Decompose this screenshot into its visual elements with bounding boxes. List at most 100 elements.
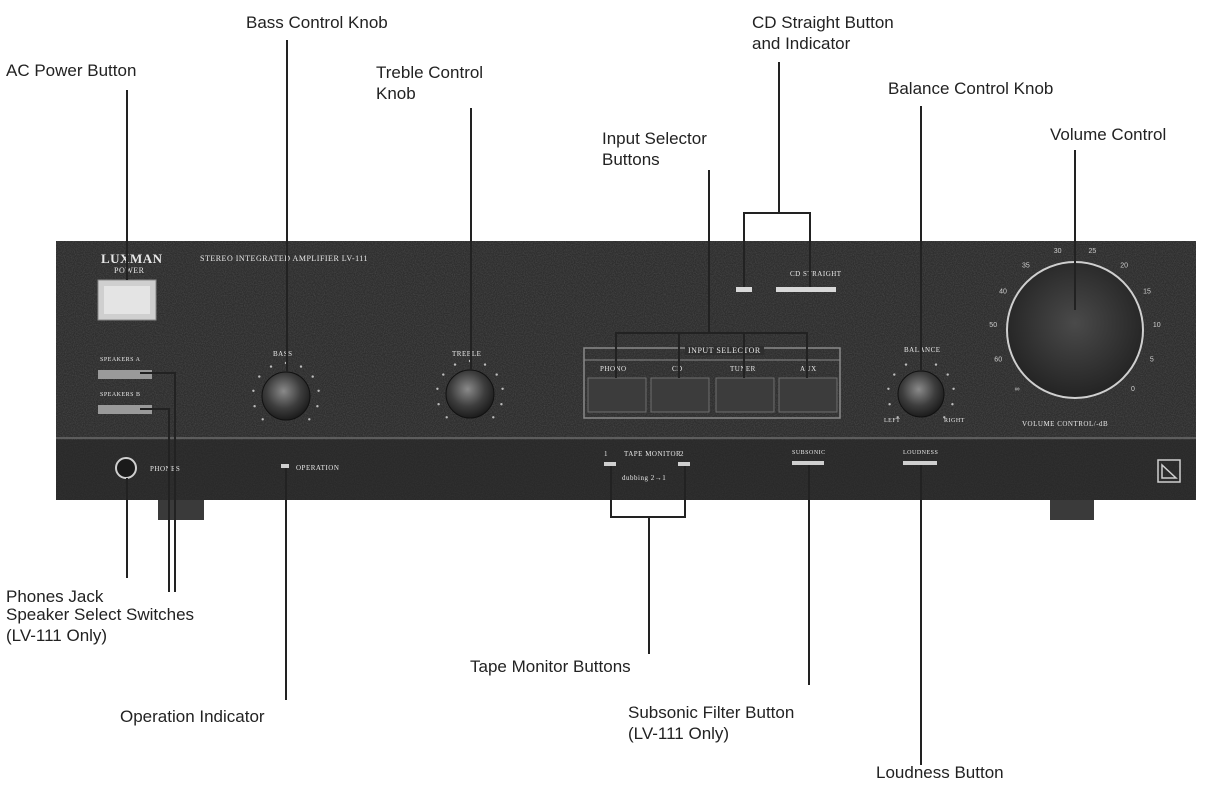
tape-monitor-label: TAPE MONITOR — [624, 450, 682, 458]
knob-tick-dot — [317, 389, 320, 392]
volume-scale-label: 30 — [1054, 248, 1062, 255]
subsonic-button[interactable] — [792, 461, 824, 465]
volume-scale-label: 50 — [989, 322, 997, 329]
operation-indicator — [281, 464, 289, 468]
leader-cd-straight-left — [743, 212, 745, 287]
volume-label: VOLUME CONTROL/-dB — [1022, 420, 1109, 428]
leader-treble — [470, 108, 472, 370]
callout-cd-straight: CD Straight Button and Indicator — [752, 13, 894, 53]
knob-tick-dot — [492, 416, 495, 419]
leader-input-selector — [708, 170, 710, 332]
leader-cd-straight — [778, 62, 780, 212]
volume-scale-label: 0 — [1131, 386, 1135, 393]
tape-1-label: 1 — [604, 450, 608, 458]
leader-input-tick-2 — [678, 332, 680, 378]
input-button-label-tuner: TUNER — [730, 365, 756, 373]
callout-loudness: Loudness Button — [876, 763, 1004, 782]
phones-jack[interactable] — [115, 457, 137, 479]
knob-tick-dot — [888, 403, 891, 406]
treble-knob[interactable] — [445, 369, 495, 419]
speaker-a-switch[interactable] — [98, 370, 152, 379]
left-foot — [158, 500, 204, 520]
phones-label: PHONES — [150, 465, 181, 473]
input-selector-label: INPUT SELECTOR — [685, 346, 764, 355]
knob-tick-dot — [934, 363, 938, 366]
knob-tick-dot — [943, 416, 946, 419]
bass-knob[interactable] — [261, 371, 311, 421]
balance-left-label: LEFT — [884, 418, 901, 424]
knob-tick-dot — [904, 363, 908, 366]
cd-straight-indicator — [736, 287, 752, 292]
callout-volume: Volume Control — [1050, 125, 1167, 144]
knob-tick-dot — [500, 403, 503, 406]
callout-treble: Treble Control Knob — [376, 63, 484, 103]
volume-scale-label: 25 — [1089, 248, 1097, 255]
knob-tick-dot — [951, 403, 954, 406]
knob-tick-dot — [311, 375, 314, 378]
leader-subsonic — [808, 465, 810, 685]
volume-scale-label: 5 — [1150, 357, 1154, 364]
callout-subsonic: Subsonic Filter Button (LV-111 Only) — [628, 703, 795, 743]
leader-input-selector-bar — [615, 332, 808, 334]
knob-tick-dot — [308, 418, 311, 421]
volume-scale-label: 35 — [1022, 262, 1030, 269]
knob-tick-dot — [261, 418, 264, 421]
leader-speaker-b-drop — [168, 408, 170, 592]
right-foot — [1050, 500, 1094, 520]
knob-tick-dot — [893, 373, 896, 376]
input-button-label-cd: CD — [672, 365, 683, 373]
leader-input-tick-4 — [806, 332, 808, 378]
knob-tick-dot — [445, 416, 448, 419]
knob-tick-dot — [299, 365, 303, 368]
knob-tick-dot — [501, 387, 504, 390]
leader-speaker-a — [140, 372, 176, 374]
input-button-tuner[interactable] — [715, 377, 775, 413]
input-button-aux[interactable] — [778, 377, 838, 413]
leader-speaker-b — [140, 408, 170, 410]
knob-tick-dot — [437, 403, 440, 406]
leader-input-tick-3 — [743, 332, 745, 378]
treble-label: TREBLE — [452, 350, 482, 358]
volume-scale-label: 20 — [1120, 262, 1128, 269]
operation-label: OPERATION — [296, 464, 340, 472]
subsonic-label: SUBSONIC — [792, 450, 826, 456]
leader-balance — [920, 106, 922, 372]
leader-phones — [126, 478, 128, 578]
knob-tick-dot — [258, 375, 261, 378]
knob-tick-dot — [887, 387, 890, 390]
leader-tape-left — [610, 466, 612, 516]
knob-ticks — [252, 359, 955, 421]
knob-tick-dot — [252, 389, 255, 392]
speaker-b-switch[interactable] — [98, 405, 152, 414]
knob-tick-dot — [269, 365, 273, 368]
knob-tick-dot — [436, 387, 439, 390]
power-label: POWER — [114, 266, 145, 275]
knob-tick-dot — [896, 416, 899, 419]
tape-monitor-2-button[interactable] — [678, 462, 690, 466]
knob-tick-dot — [442, 373, 445, 376]
leader-cd-straight-right — [809, 212, 811, 287]
leader-operation — [285, 468, 287, 700]
model-line: STEREO INTEGRATED AMPLIFIER LV-111 — [200, 254, 369, 263]
volume-scale-label: 15 — [1143, 289, 1151, 296]
knob-tick-dot — [316, 405, 319, 408]
cd-straight-button[interactable] — [776, 287, 836, 292]
volume-scale-label: 10 — [1153, 322, 1161, 329]
knob-tick-dot — [453, 363, 457, 366]
input-button-label-aux: AUX — [800, 365, 817, 373]
callout-phones: Phones Jack — [6, 587, 104, 606]
balance-knob[interactable] — [897, 370, 945, 418]
knob-tick-dot — [253, 405, 256, 408]
tape-2-label: 2 — [680, 450, 684, 458]
callout-bass: Bass Control Knob — [246, 13, 388, 32]
volume-scale-label: ∞ — [1015, 386, 1020, 393]
tape-monitor-1-button[interactable] — [604, 462, 616, 466]
volume-scale-label: 40 — [999, 289, 1007, 296]
input-button-cd[interactable] — [650, 377, 710, 413]
loudness-button[interactable] — [903, 461, 937, 465]
leader-input-tick-1 — [615, 332, 617, 378]
input-button-phono[interactable] — [587, 377, 647, 413]
